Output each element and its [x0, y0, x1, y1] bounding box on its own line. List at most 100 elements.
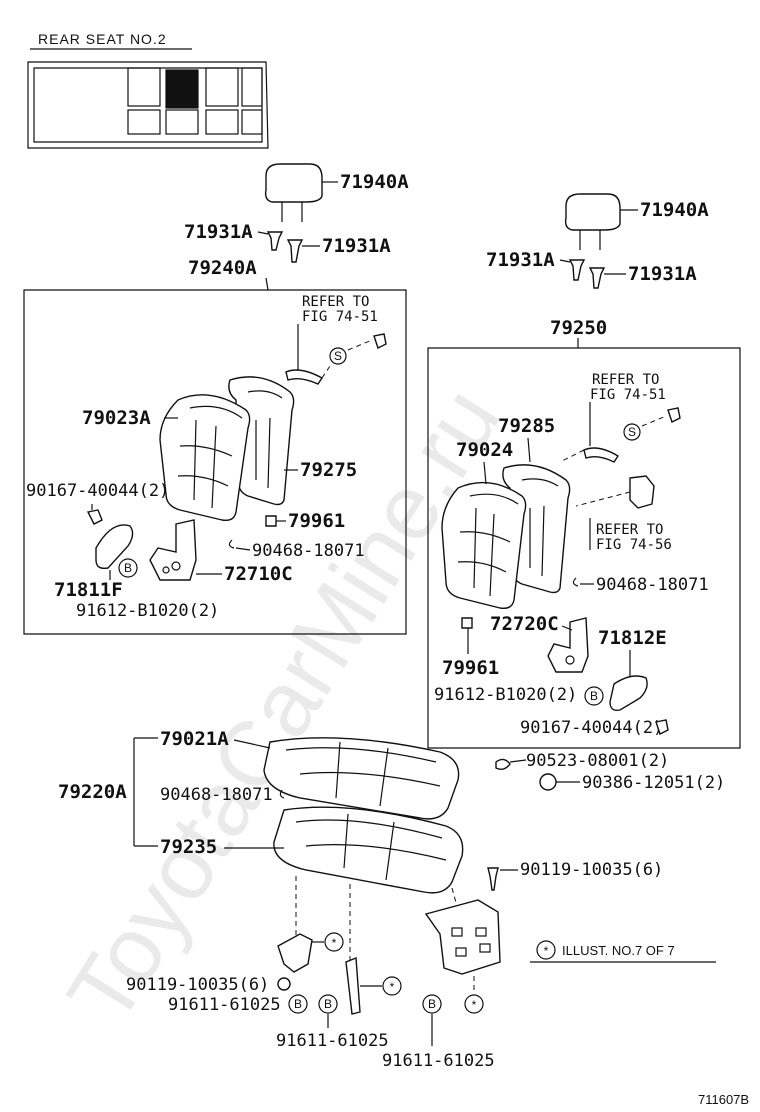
- leader: [265, 277, 269, 291]
- dashed-leader: [559, 449, 585, 463]
- label-91611-61025-center: 91611-61025: [276, 1031, 389, 1051]
- label-79023A: 79023A: [82, 407, 151, 429]
- symbol-b-cushion-center-text: B: [324, 997, 332, 1011]
- label-79961-right: 79961: [442, 657, 499, 679]
- legend-symbol: [536, 940, 556, 960]
- symbol-star-left-text: *: [332, 936, 337, 950]
- label-91612-B1020-right: 91612-B1020(2): [434, 685, 577, 705]
- label-71940A-left: 71940A: [340, 171, 409, 193]
- headrest-left: [264, 163, 323, 222]
- label-72710C: 72710C: [224, 563, 293, 585]
- leader: [561, 625, 573, 631]
- cushion-hinge-plate: [424, 899, 501, 975]
- leader: [509, 759, 527, 763]
- support-bracket-right: [629, 475, 655, 509]
- symbol-b-right: [584, 686, 604, 706]
- symbol-b-cushion-right-text: B: [428, 997, 436, 1011]
- hinge-cover-right: [609, 675, 648, 712]
- cover-strip-left: [285, 369, 324, 385]
- leader: [257, 231, 269, 235]
- leader: [559, 259, 571, 263]
- label-90119-10035-right: 90119-10035(6): [520, 860, 663, 880]
- label-71931A-right-b: 71931A: [628, 263, 697, 285]
- label-79250: 79250: [550, 317, 607, 339]
- label-71931A-left-b: 71931A: [322, 235, 391, 257]
- symbol-b-cushion-left: [288, 994, 308, 1014]
- hinge-right: [547, 617, 589, 673]
- label-79285: 79285: [498, 415, 555, 437]
- label-90167-40044-right: 90167-40044(2): [520, 718, 663, 738]
- clip-90167-left: [86, 509, 103, 525]
- label-90468-18071-cushion: 90468-18071: [160, 785, 273, 805]
- cap-79961-left: [265, 515, 277, 527]
- dashed-leader: [347, 339, 373, 351]
- label-79220A: 79220A: [58, 781, 127, 803]
- clip-ring-right: [572, 577, 579, 587]
- bracket-part-left: [277, 933, 313, 973]
- label-79021A: 79021A: [160, 728, 229, 750]
- leader: [235, 547, 251, 551]
- washer-90386: [539, 773, 557, 791]
- symbol-star-right-text: *: [390, 980, 395, 994]
- symbol-s-left: [329, 347, 347, 365]
- symbol-star-right: [382, 976, 402, 996]
- refer-right-line2: FIG 74-51: [590, 387, 666, 403]
- symbol-star-center-text: *: [472, 998, 477, 1012]
- hinge-left: [149, 519, 197, 581]
- label-72720C: 72720C: [490, 613, 559, 635]
- diagram-title: REAR SEAT NO.2: [38, 31, 167, 47]
- label-71811F: 71811F: [54, 579, 123, 601]
- refer-left-line1: REFER TO: [302, 294, 369, 310]
- refer-right-mid-line1: REFER TO: [596, 522, 663, 538]
- seatback-cover-right: [441, 481, 527, 610]
- symbol-b-right-text: B: [590, 689, 598, 703]
- label-91611-61025-left: 91611-61025: [168, 995, 281, 1015]
- label-90468-18071-right: 90468-18071: [596, 575, 709, 595]
- label-71931A-left-a: 71931A: [184, 221, 253, 243]
- label-79240A: 79240A: [188, 257, 257, 279]
- label-90468-18071-left: 90468-18071: [252, 541, 365, 561]
- clip-90167-right: [655, 719, 669, 735]
- refer-right-mid-line2: FIG 74-56: [596, 537, 672, 553]
- label-79275: 79275: [300, 459, 357, 481]
- seatback-cover-left: [159, 394, 251, 522]
- clip-small-left: [373, 333, 387, 349]
- label-79024: 79024: [456, 439, 513, 461]
- seat-layout-thumbnail: [27, 61, 269, 149]
- bracket-part-center: [345, 956, 361, 1015]
- cover-strip-right: [583, 447, 619, 463]
- symbol-s-right: [623, 423, 641, 441]
- label-91611-61025-right: 91611-61025: [382, 1051, 495, 1071]
- label-71812E: 71812E: [598, 627, 667, 649]
- screw-90119-right: [487, 867, 499, 891]
- label-90523-08001: 90523-08001(2): [526, 751, 669, 771]
- dashed-leader: [641, 415, 667, 427]
- assembly-frame-left: [23, 289, 407, 635]
- cushion-frame: [273, 806, 464, 894]
- leader: [527, 437, 531, 463]
- symbol-star-left: [324, 932, 344, 952]
- dashed-leader: [321, 365, 331, 379]
- symbol-b-cushion-center: [318, 994, 338, 1014]
- clip-ring-cushion: [279, 789, 285, 799]
- nut-90523: [495, 758, 511, 771]
- label-90119-10035-left: 90119-10035(6): [126, 975, 269, 995]
- assembly-frame-right: [427, 347, 741, 749]
- cushion-cover: [263, 737, 460, 820]
- symbol-b-cushion-right: [422, 994, 442, 1014]
- footer-code: 711607B: [698, 1092, 749, 1107]
- symbol-b-left-text: B: [124, 561, 132, 575]
- clip-small-right: [667, 407, 681, 423]
- headrest-right: [564, 193, 621, 250]
- label-90386-12051: 90386-12051(2): [582, 773, 725, 793]
- label-79235: 79235: [160, 836, 217, 858]
- hinge-cover-left: [95, 524, 134, 570]
- symbol-s-right-text: S: [628, 425, 636, 439]
- label-71940A-right: 71940A: [640, 199, 709, 221]
- clip-ring-left: [228, 539, 235, 549]
- refer-left-line2: FIG 74-51: [302, 309, 378, 325]
- legend-text: ILLUST. NO.7 OF 7: [562, 943, 675, 958]
- label-79961-left: 79961: [288, 510, 345, 532]
- label-71931A-right-a: 71931A: [486, 249, 555, 271]
